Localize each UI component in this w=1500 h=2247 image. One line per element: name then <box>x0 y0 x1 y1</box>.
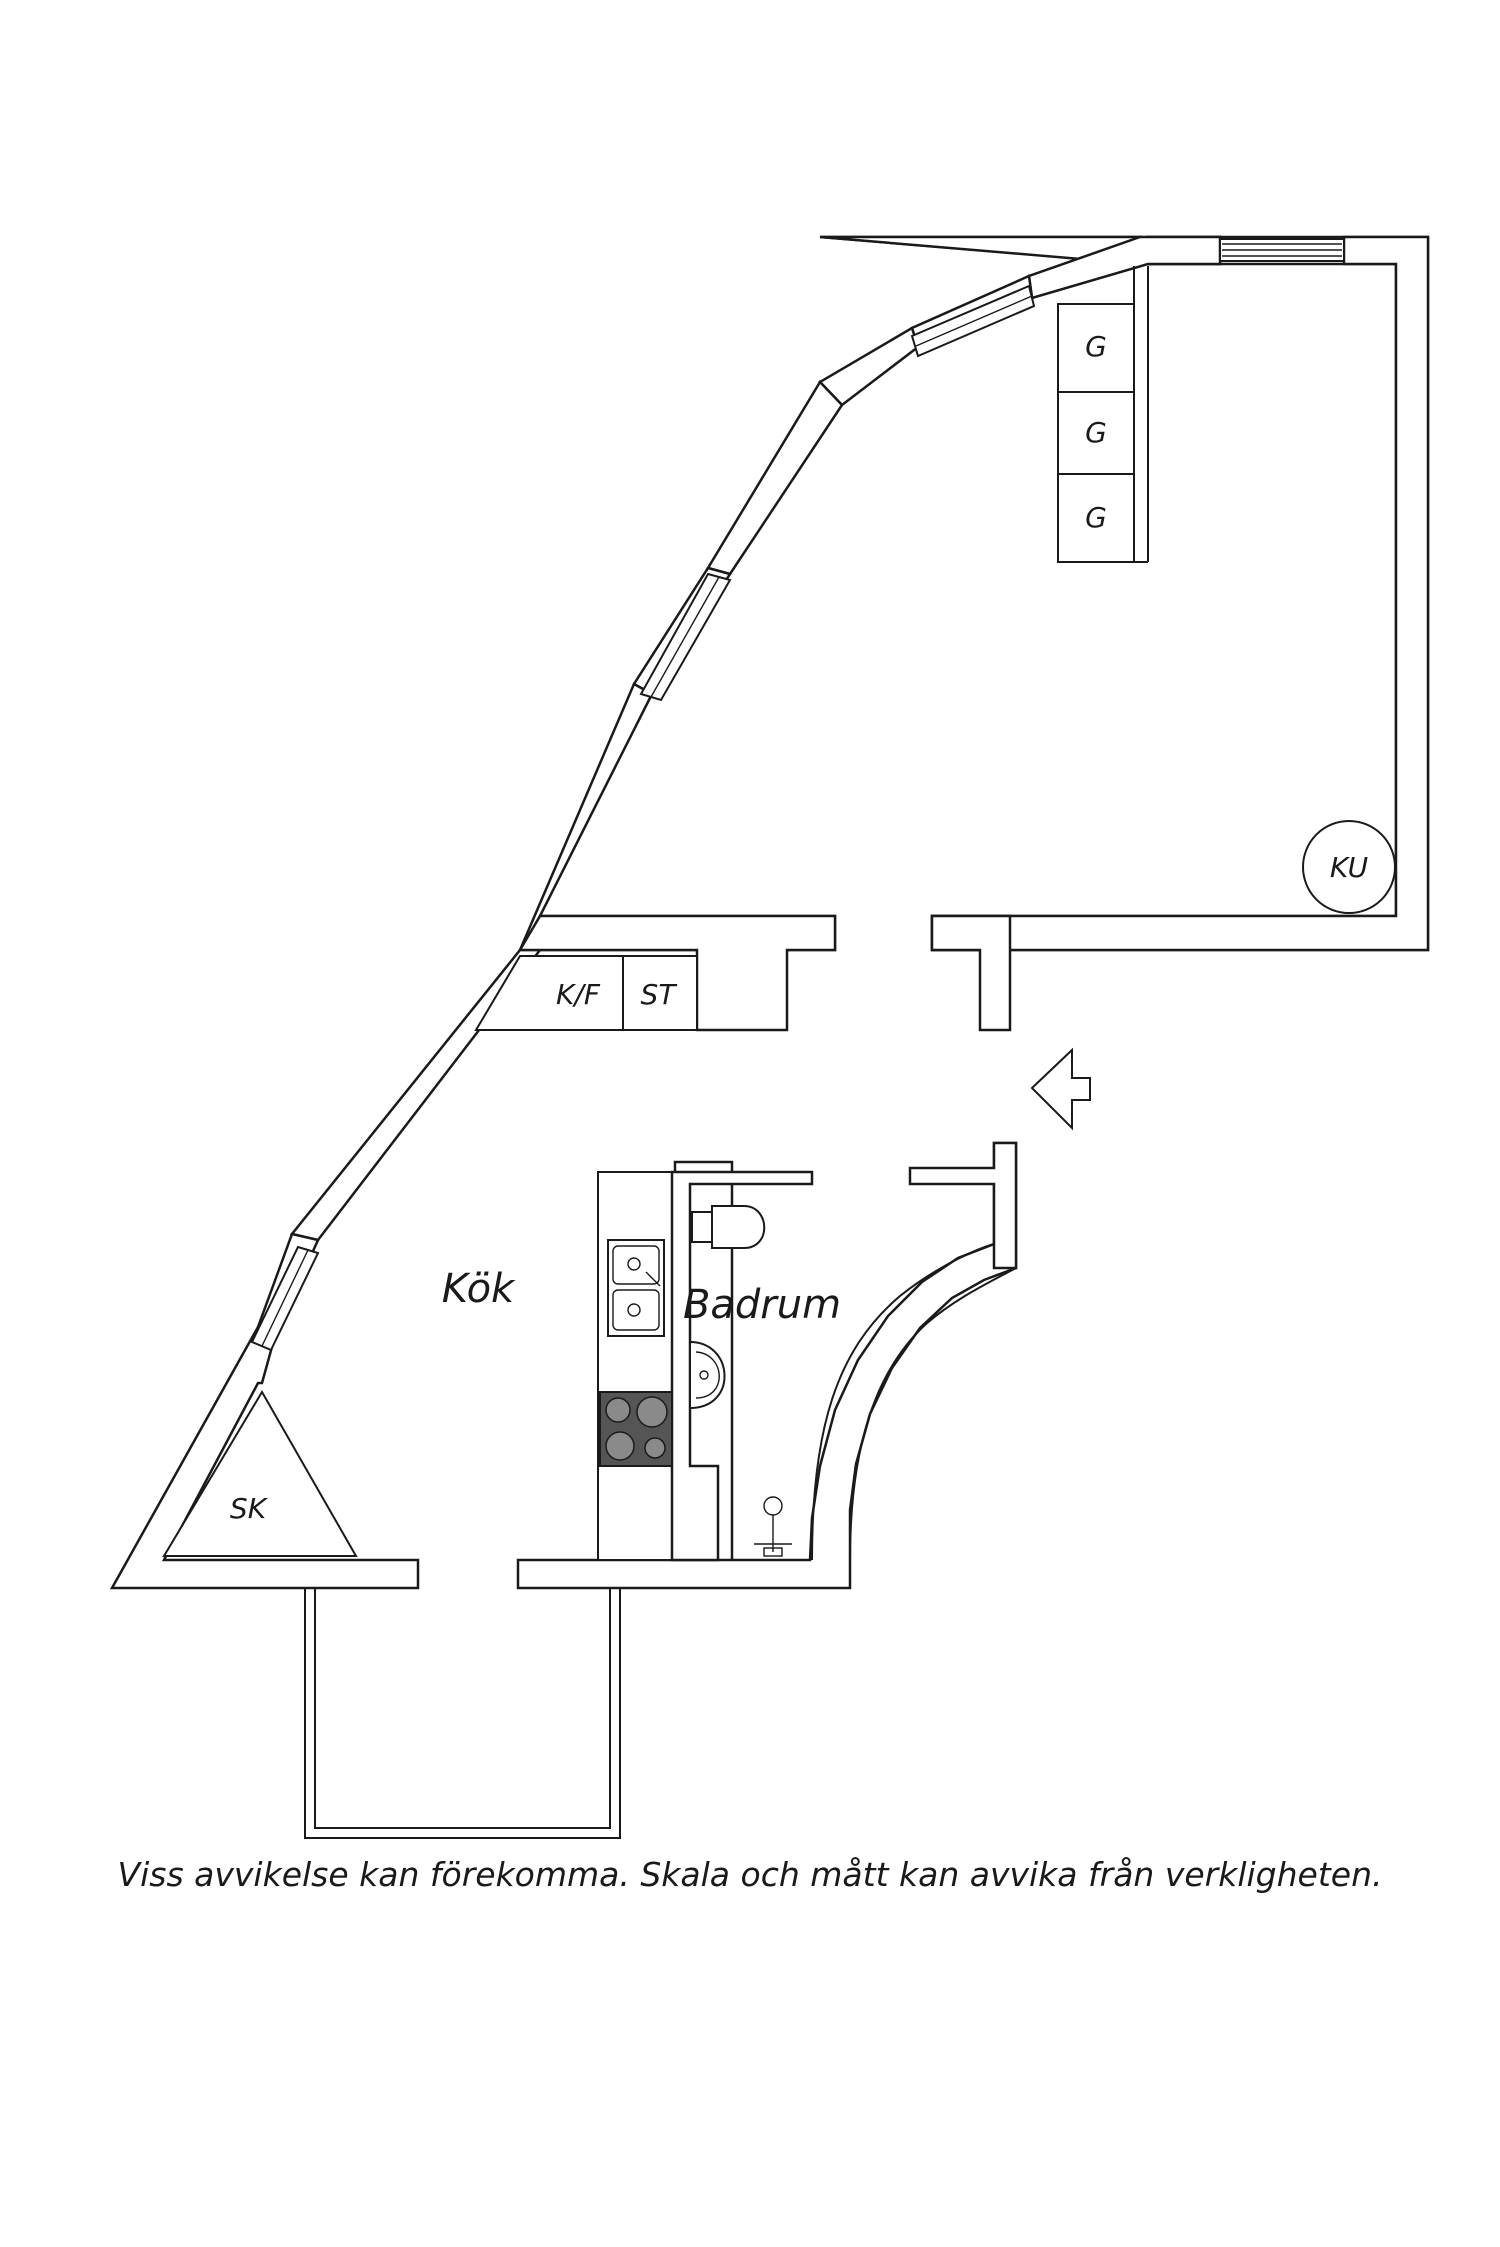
wall-long-diagonal <box>706 379 844 576</box>
wardrobe-label-3: G <box>1085 501 1107 534</box>
entrance-arrow-icon <box>1030 1047 1091 1131</box>
cabinet-label: ST <box>641 978 678 1011</box>
wardrobe-label-2: G <box>1085 416 1107 449</box>
wall-doorway-left <box>517 914 837 1032</box>
fridge-freezer-label: K/F <box>556 978 601 1011</box>
fridge-cabinet-block <box>474 955 698 1031</box>
washbasin-icon <box>689 1340 726 1410</box>
balcony-inner <box>314 1588 611 1829</box>
window-left-upper <box>639 572 732 702</box>
window-left-lower <box>250 1245 320 1352</box>
wall-corner-left <box>818 326 920 407</box>
kitchen-sink-icon <box>607 1239 665 1337</box>
kitchen-stove-icon <box>599 1391 673 1467</box>
wall-long-diagonal-3 <box>518 682 837 952</box>
bathroom-curved-wall <box>811 1243 995 1561</box>
window-top <box>1219 238 1345 262</box>
toilet-icon <box>691 1205 766 1249</box>
wardrobes <box>1057 266 1149 563</box>
wall-bathroom-left <box>670 1170 814 1562</box>
disclaimer-text: Viss avvikelse kan förekomma. Skala och … <box>117 1855 1383 1894</box>
room-label-kitchen: Kök <box>442 1266 516 1312</box>
shower-icon <box>754 1496 792 1557</box>
wall-bath-entry <box>908 1141 1018 1270</box>
wall-bottom-right <box>516 1141 1018 1590</box>
room-label-bathroom: Badrum <box>683 1282 841 1328</box>
wall-doorway-right <box>930 914 1012 1032</box>
storage-label: SK <box>230 1492 269 1525</box>
kitchen-counter-column <box>597 1171 673 1561</box>
balcony <box>304 1588 621 1839</box>
storage-triangle <box>162 1390 358 1557</box>
window-top-diagonal <box>910 284 1036 358</box>
wall-long-diagonal-6 <box>109 1325 420 1590</box>
wardrobe-label-1: G <box>1085 330 1107 363</box>
washer-circle <box>1302 820 1396 914</box>
bathroom-curved-wall-inner <box>849 1267 1017 1561</box>
washer-label: KU <box>1330 851 1368 884</box>
